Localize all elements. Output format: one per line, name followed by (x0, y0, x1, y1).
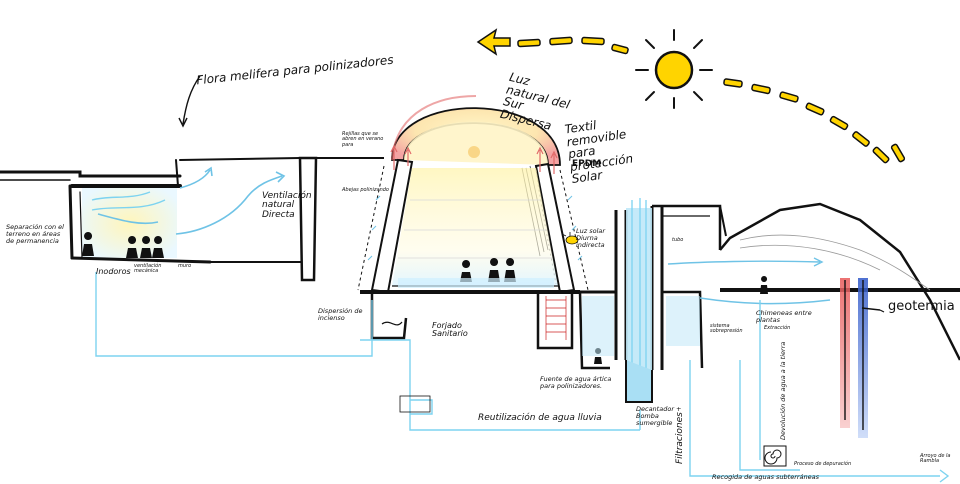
separacion-label: Separación con el terreno en áreas de pe… (6, 223, 64, 245)
incense-chamber (370, 292, 408, 340)
luz-solar-label: Luz solar Diurna indirecta (576, 227, 606, 249)
dispersion-label: Dispersión de incienso (318, 307, 363, 322)
air-flow-right (667, 257, 831, 305)
tubo-label: tubo (672, 237, 684, 243)
reutilizacion-label: Reutilización de agua lluvia (478, 413, 602, 423)
ventilacion-label: Ventilación natural Directa (262, 191, 312, 220)
flora-leader (182, 75, 201, 125)
chimeneas-label: Chimeneas entre plantas (756, 309, 812, 324)
sun-path-arrow (476, 28, 629, 56)
water-pipe-network (95, 272, 950, 483)
sun-icon (635, 29, 713, 109)
ventilacion-mecanica-label: ventilación mecánica (134, 263, 162, 275)
right-basement (536, 292, 574, 350)
inodoros-label: Inodoros (96, 267, 131, 276)
ventilation-flow (97, 166, 286, 235)
muro-label: muro (178, 263, 192, 269)
fuente-label: Fuente de agua ártica para polinizadores… (540, 375, 612, 390)
bee-icon (561, 232, 579, 245)
sun-path-arc (723, 78, 906, 164)
decantador-tank (625, 360, 653, 403)
textil-label: Textil removible para protección Solar (563, 118, 634, 187)
forjado-label: Forjado Sanitario (432, 321, 468, 339)
floor-slab (360, 278, 580, 294)
filtraciones-label: Filtraciones (675, 412, 685, 464)
mid-wall (210, 156, 384, 282)
left-room-glow (82, 188, 177, 258)
epdm-label: EPDM (572, 159, 602, 169)
central-dome (391, 95, 561, 166)
arroyo-label: Arroyo de la Rambla (920, 453, 951, 465)
geotermia-label: geotermia (888, 299, 955, 314)
devolucion-label: Devolución de agua a la tierra (779, 341, 787, 440)
left-structure (0, 157, 301, 264)
proceso-label: Proceso de depuración (794, 461, 852, 467)
sistema-presion-label: sistema sobrepresión (710, 323, 743, 335)
rejillas-label: Rejillas que se abren en verano para (342, 131, 384, 148)
warm-air-arrows (390, 144, 558, 174)
decantador-label: Decantador + Bomba sumergible (636, 405, 682, 427)
extraccion-label: Extracción (764, 325, 791, 331)
recogida-label: Recogida de aguas subterráneas (712, 473, 820, 481)
nave-interior-glow (392, 168, 558, 286)
purification-spiral-icon (763, 445, 787, 467)
abejas-label: Abejas polinizando (342, 187, 389, 193)
